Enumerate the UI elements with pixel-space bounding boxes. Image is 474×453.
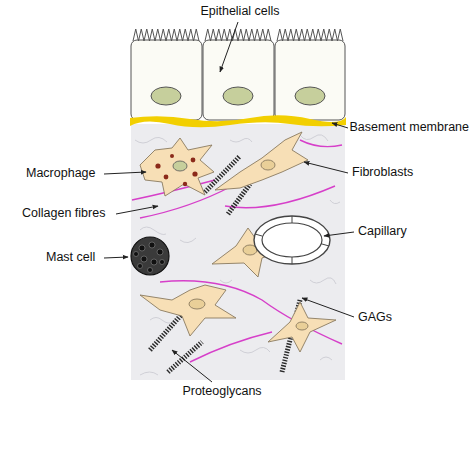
fibroblasts — [140, 132, 336, 352]
mast-cell-label: Mast cell — [46, 250, 95, 265]
basement-membrane — [130, 115, 346, 127]
epithelial-cells — [131, 29, 345, 120]
macrophage — [140, 138, 214, 196]
gags-label: GAGs — [358, 310, 392, 325]
capillary — [254, 216, 330, 264]
tissue-ground — [131, 124, 345, 380]
capillary-label: Capillary — [358, 224, 407, 239]
epithelial-label: Epithelial cells — [200, 4, 279, 19]
macrophage-label: Macrophage — [26, 166, 96, 181]
leader-lines — [104, 22, 354, 382]
mast-cell — [131, 237, 169, 275]
basement-membrane-label: Basement membrane — [349, 120, 469, 135]
fibroblasts-label: Fibroblasts — [352, 165, 413, 180]
proteoglycans-label: Proteoglycans — [182, 384, 261, 399]
collagen-label: Collagen fibres — [22, 206, 105, 221]
